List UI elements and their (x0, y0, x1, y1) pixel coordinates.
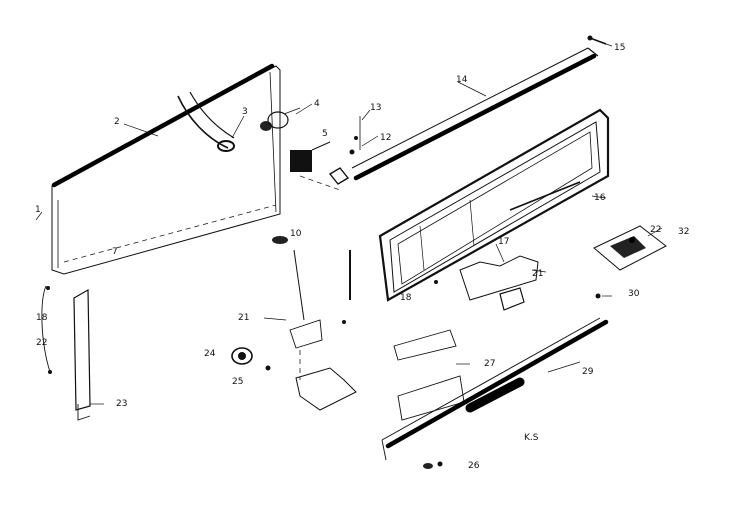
dial-knob-part (177, 91, 235, 152)
wire-assembly (272, 236, 323, 380)
callout-14: 14 (456, 75, 468, 85)
callout-18-window: 18 (400, 293, 412, 303)
callout-22-board: 22 (650, 225, 661, 235)
callout-30: 30 (628, 289, 640, 299)
callout-26: 26 (468, 461, 480, 471)
callout-17: 17 (498, 237, 509, 247)
callout-4: 4 (314, 99, 320, 109)
callout-10: 10 (290, 229, 302, 239)
callout-12: 12 (380, 133, 391, 143)
callout-23: 23 (116, 399, 127, 409)
switch-bracket (290, 141, 341, 191)
callout-1: 1 (35, 205, 41, 215)
callout-15: 15 (614, 43, 625, 53)
callout-ks: K.S (524, 433, 539, 443)
bottom-trim-bar (381, 317, 609, 461)
control-board (593, 225, 667, 271)
window-frame (378, 108, 610, 302)
callout-13: 13 (370, 103, 381, 113)
callout-16: 16 (594, 193, 606, 203)
callout-21-timer: 21 (532, 269, 543, 279)
fastener-cluster (328, 116, 361, 185)
rotary-switch (231, 347, 271, 371)
control-knob (260, 107, 301, 131)
callout-21-wire: 21 (238, 313, 249, 323)
top-trim-strip (351, 47, 599, 181)
callout-18-side: 18 (36, 313, 48, 323)
callout-22-side: 22 (36, 338, 47, 348)
callout-29: 29 (582, 367, 594, 377)
timer-bracket (434, 255, 539, 311)
side-bracket (41, 285, 91, 421)
callout-2: 2 (114, 117, 120, 127)
callout-32: 32 (678, 227, 689, 237)
small-fasteners (423, 293, 601, 469)
callout-7: 7 (112, 247, 118, 257)
leader-lines (35, 43, 663, 405)
callout-24: 24 (204, 349, 216, 359)
callout-27: 27 (484, 359, 495, 369)
callout-25: 25 (232, 377, 243, 387)
callout-5: 5 (322, 129, 328, 139)
callout-3: 3 (242, 107, 248, 117)
screw (587, 35, 607, 45)
left-control-panel (51, 63, 281, 275)
part-callouts: 1 2 3 4 5 7 10 12 13 14 15 16 17 18 18 2… (35, 43, 689, 471)
